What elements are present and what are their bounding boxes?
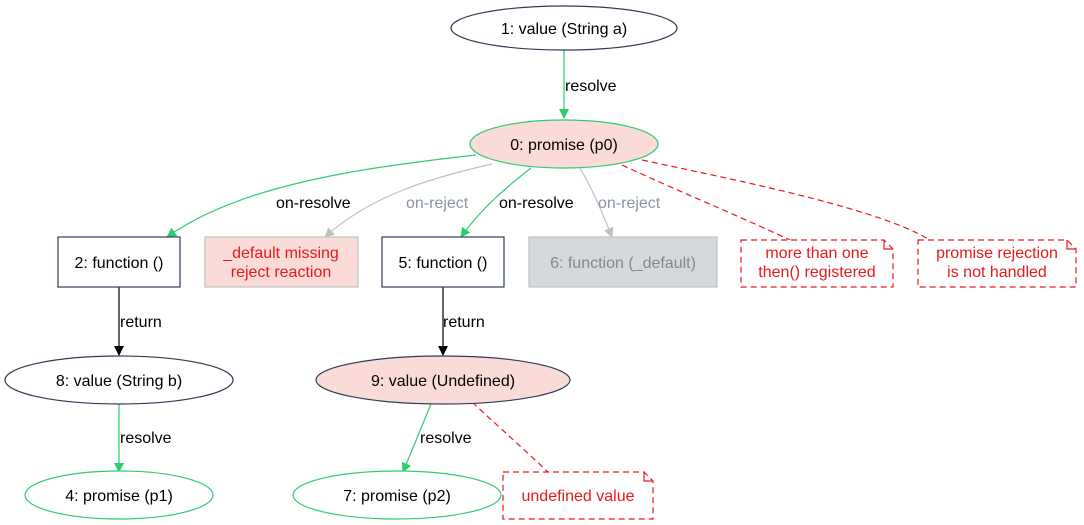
edge-n9-n7: resolve [401, 403, 472, 473]
edge-n5-n9: return [438, 287, 485, 356]
svg-text:0: promise (p0): 0: promise (p0) [510, 137, 618, 154]
edge-n0-default-missing: on-reject [324, 163, 493, 238]
svg-text:then() registered: then() registered [758, 264, 875, 281]
node-value-string-b: 8: value (String b) [4, 355, 234, 405]
edge-label-resolve: resolve [420, 430, 472, 447]
node-default-missing-reject: _default missing reject reaction [204, 236, 359, 288]
node-promise-p2: 7: promise (p2) [292, 470, 502, 520]
node-promise-p0: 0: promise (p0) [469, 119, 659, 169]
svg-text:4: promise (p1): 4: promise (p1) [65, 488, 173, 505]
node-function-default-6: 6: function (_default) [528, 236, 718, 288]
note-undefined-value: undefined value [502, 471, 654, 520]
node-function-2: 2: function () [57, 236, 181, 288]
svg-text:6: function (_default): 6: function (_default) [550, 255, 696, 272]
note-promise-rejection-not-handled: promise rejection is not handled [917, 239, 1077, 288]
svg-text:7: promise (p2): 7: promise (p2) [343, 488, 451, 505]
edge-n9-note-undefined [471, 401, 553, 477]
edge-n8-n4: resolve [114, 404, 172, 473]
edge-label-on-reject: on-reject [598, 195, 661, 212]
edge-label-on-resolve: on-resolve [499, 195, 574, 212]
svg-text:promise rejection: promise rejection [936, 245, 1058, 262]
edge-n1-n0: resolve [559, 50, 617, 119]
svg-text:undefined value: undefined value [522, 488, 635, 505]
edge-label-return: return [120, 314, 162, 331]
svg-text:9: value (Undefined): 9: value (Undefined) [371, 373, 515, 390]
svg-text:reject reaction: reject reaction [231, 264, 332, 281]
edge-n0-note-then [621, 164, 791, 241]
edge-n0-n6: on-reject [579, 167, 661, 238]
edge-label-resolve: resolve [120, 430, 172, 447]
svg-text:5: function (): 5: function () [399, 255, 488, 272]
node-promise-p1: 4: promise (p1) [24, 470, 214, 520]
svg-text:more than one: more than one [765, 245, 868, 262]
svg-text:_default missing: _default missing [222, 245, 339, 262]
edge-n0-n5: on-resolve [460, 167, 574, 238]
node-value-string-a: 1: value (String a) [450, 5, 678, 51]
svg-text:is not handled: is not handled [947, 264, 1047, 281]
edge-n2-n8: return [114, 287, 162, 356]
edge-label-return: return [443, 314, 485, 331]
svg-text:2: function (): 2: function () [75, 255, 164, 272]
svg-text:1: value (String a): 1: value (String a) [501, 21, 627, 38]
edge-label-resolve: resolve [565, 78, 617, 95]
edge-n0-note-reject [641, 159, 931, 241]
svg-text:8: value (String b): 8: value (String b) [56, 373, 182, 390]
edge-n0-n2: on-resolve [166, 154, 477, 238]
node-value-undefined: 9: value (Undefined) [315, 355, 571, 405]
edge-label-on-resolve: on-resolve [276, 195, 351, 212]
node-function-5: 5: function () [381, 236, 505, 288]
note-more-than-one-then: more than one then() registered [740, 239, 894, 288]
edge-label-on-reject: on-reject [406, 195, 469, 212]
